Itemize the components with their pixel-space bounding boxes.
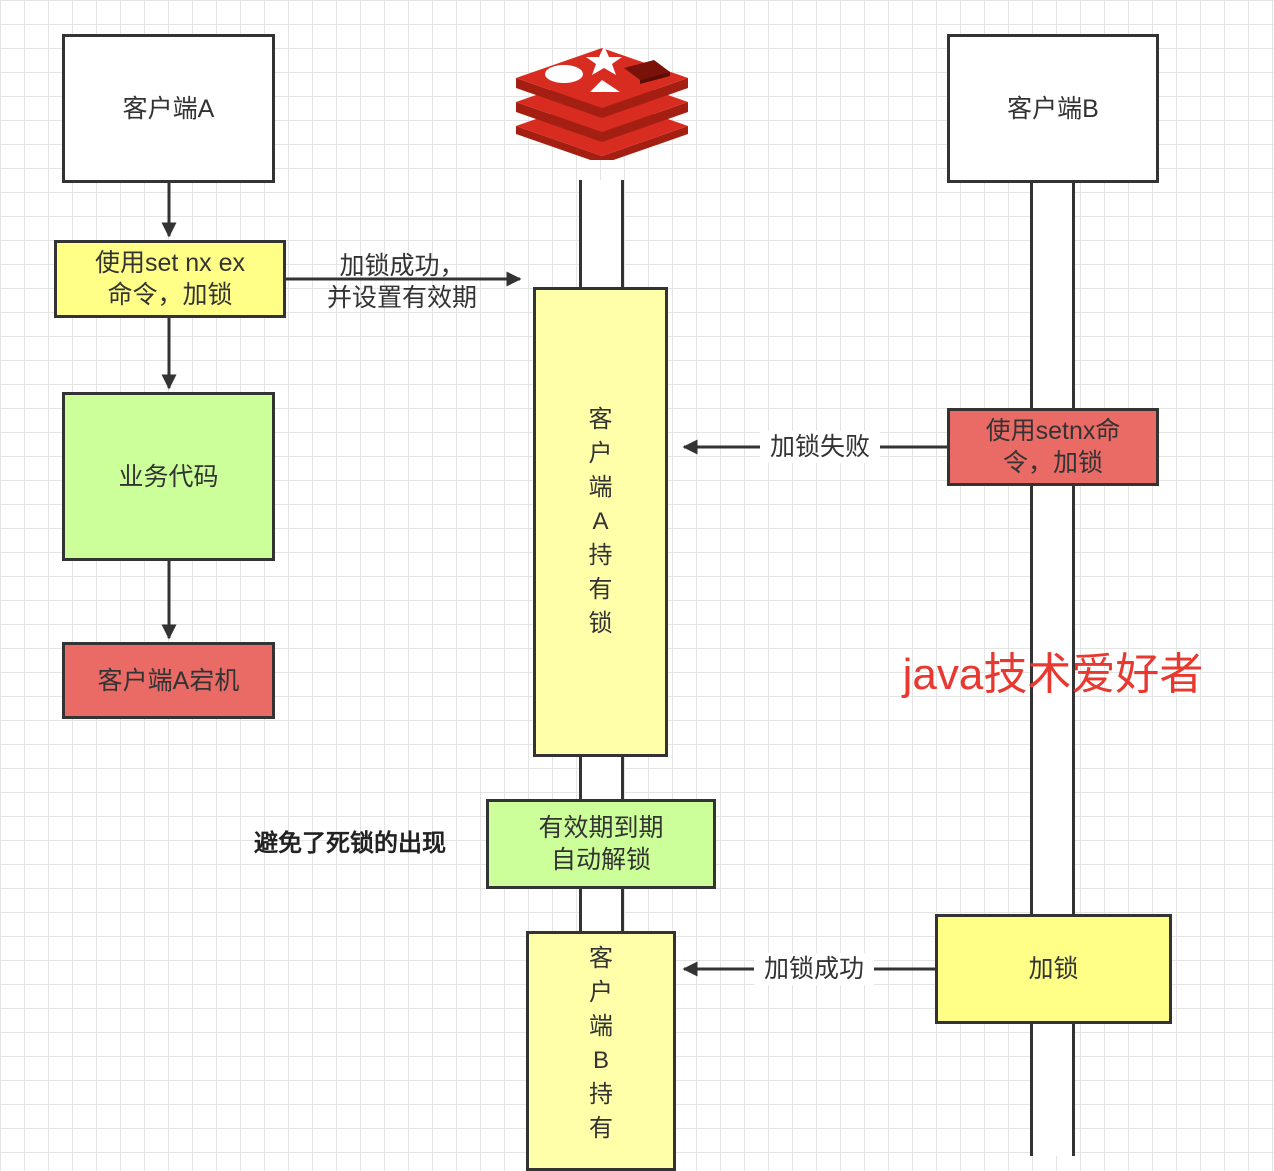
client-b-setnx-box: 使用setnx命 令，加锁: [947, 408, 1159, 486]
redis-held-by-b-box: 客 户 端 B 持 有: [526, 931, 676, 1171]
client-a-title: 客户端A: [122, 94, 215, 123]
deadlock-avoided-note: 避免了死锁的出现: [254, 830, 446, 857]
client-a-crash-box: 客户端A宕机: [62, 642, 275, 719]
client-b-title: 客户端B: [1007, 94, 1099, 123]
redis-expire-unlock-label: 有效期到期 自动解锁: [538, 814, 664, 874]
redis-expire-unlock-box: 有效期到期 自动解锁: [486, 799, 716, 889]
redis-held-by-a-box: 客 户 端 A 持 有 锁: [533, 287, 668, 757]
redis-held-by-b-label: 客 户 端 B 持 有: [589, 945, 613, 1142]
redis-logo-icon: [516, 46, 688, 160]
business-code-box: 业务代码: [62, 392, 275, 561]
client-b-setnx-label: 使用setnx命 令，加锁: [985, 417, 1121, 477]
client-a-setnx-ex-box: 使用set nx ex 命令，加锁: [54, 240, 286, 318]
redis-held-by-a-label: 客 户 端 A 持 有 锁: [588, 406, 613, 637]
client-b-lock-label: 加锁: [1028, 955, 1079, 983]
client-b-lock-box: 加锁: [935, 914, 1172, 1024]
arrow-label-lock-failed: 加锁失败: [760, 431, 880, 463]
client-a-setnx-ex-label: 使用set nx ex 命令，加锁: [94, 249, 246, 309]
watermark-text: java技术爱好者: [902, 650, 1204, 699]
client-b-box: 客户端B: [947, 34, 1159, 183]
client-a-box: 客户端A: [62, 34, 275, 183]
business-code-label: 业务代码: [118, 462, 219, 491]
client-a-crash-label: 客户端A宕机: [97, 666, 240, 695]
arrow-label-lock-success-expiry: 加锁成功， 并设置有效期: [326, 252, 477, 312]
arrow-label-lock-success: 加锁成功: [754, 953, 874, 985]
